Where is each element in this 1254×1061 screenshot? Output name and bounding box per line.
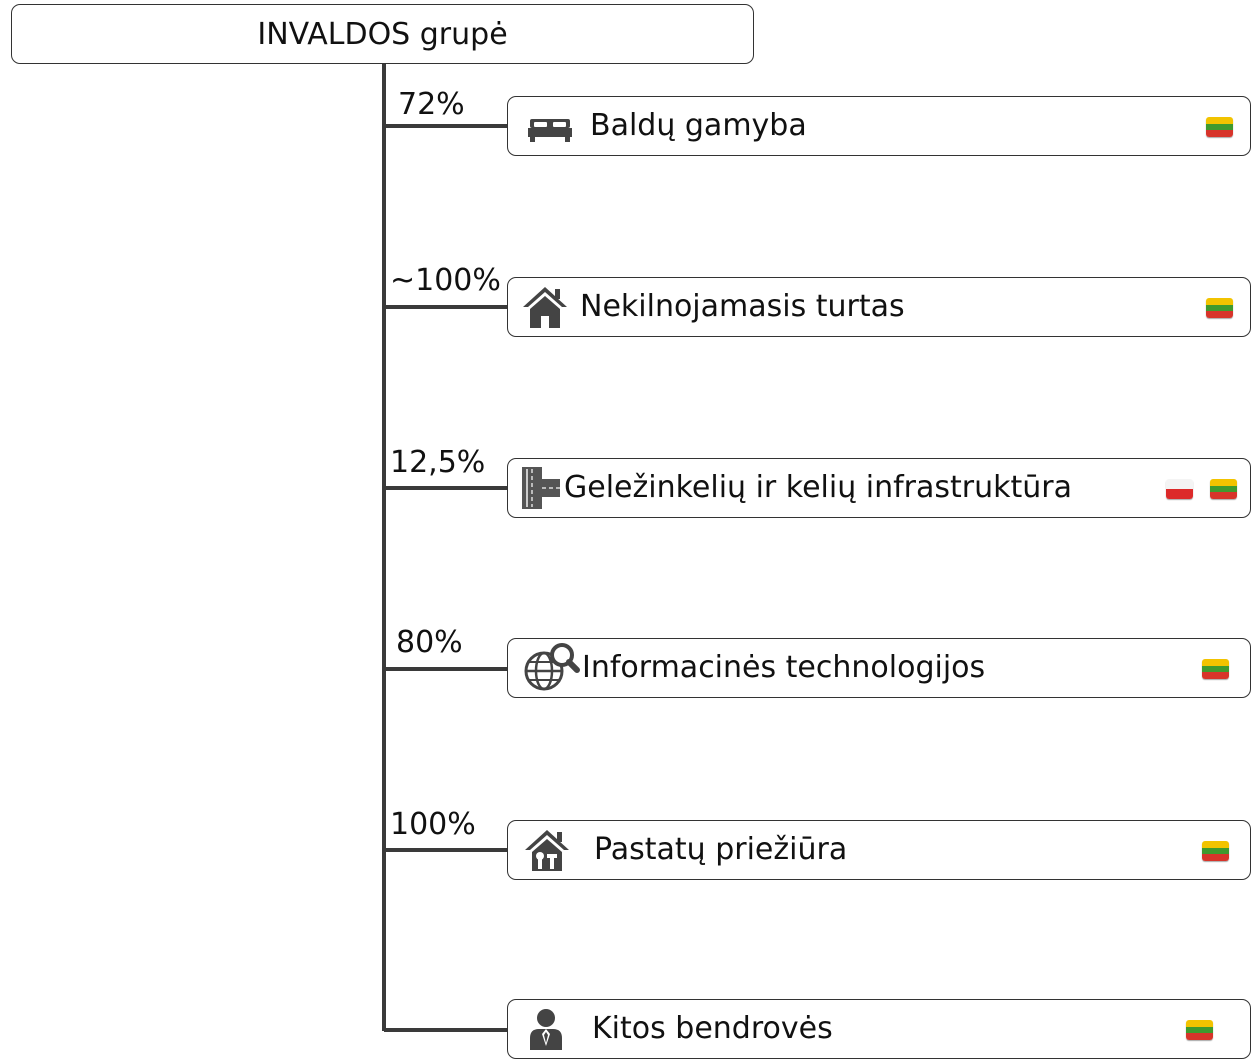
road-junction-icon [518,465,562,511]
ownership-percent: 72% [398,87,465,122]
branch-connector [384,486,510,490]
lithuania-flag-icon [1206,117,1233,137]
subsidiary-label: Geležinkelių ir kelių infrastruktūra [564,470,1072,505]
branch-connector [384,667,510,671]
branch-connector [384,305,510,309]
branch-connector [384,124,510,128]
bed-icon [526,107,572,147]
globe-search-icon [520,641,580,693]
subsidiary-label: Nekilnojamasis turtas [580,289,905,324]
ownership-percent: 80% [396,625,463,660]
subsidiary-node-it: Informacinės technologijos [507,638,1251,698]
subsidiary-label: Kitos bendrovės [592,1011,833,1046]
subsidiary-node-infrastructure: Geležinkelių ir kelių infrastruktūra [507,458,1251,518]
lithuania-flag-icon [1210,479,1237,499]
branch-connector [384,848,510,852]
branch-connector [384,1028,510,1032]
lithuania-flag-icon [1202,659,1229,679]
tree-trunk-line [382,64,386,1031]
lithuania-flag-icon [1206,298,1233,318]
ownership-percent: 12,5% [390,445,486,480]
root-node: INVALDOS grupė [11,4,754,64]
subsidiary-label: Baldų gamyba [590,108,807,143]
subsidiary-node-real-estate: Nekilnojamasis turtas [507,277,1251,337]
ownership-percent: ~100% [390,263,501,298]
lithuania-flag-icon [1202,841,1229,861]
subsidiary-node-furniture: Baldų gamyba [507,96,1251,156]
lithuania-flag-icon [1186,1020,1213,1040]
poland-flag-icon [1166,479,1193,499]
house-tools-icon [524,827,570,873]
subsidiary-label: Informacinės technologijos [582,650,986,685]
root-label: INVALDOS grupė [257,16,508,52]
subsidiary-node-other: Kitos bendrovės [507,999,1251,1059]
ownership-percent: 100% [390,807,476,842]
businessman-icon [528,1008,568,1052]
subsidiary-label: Pastatų priežiūra [594,832,848,867]
subsidiary-node-building-maintenance: Pastatų priežiūra [507,820,1251,880]
house-icon [522,284,567,330]
